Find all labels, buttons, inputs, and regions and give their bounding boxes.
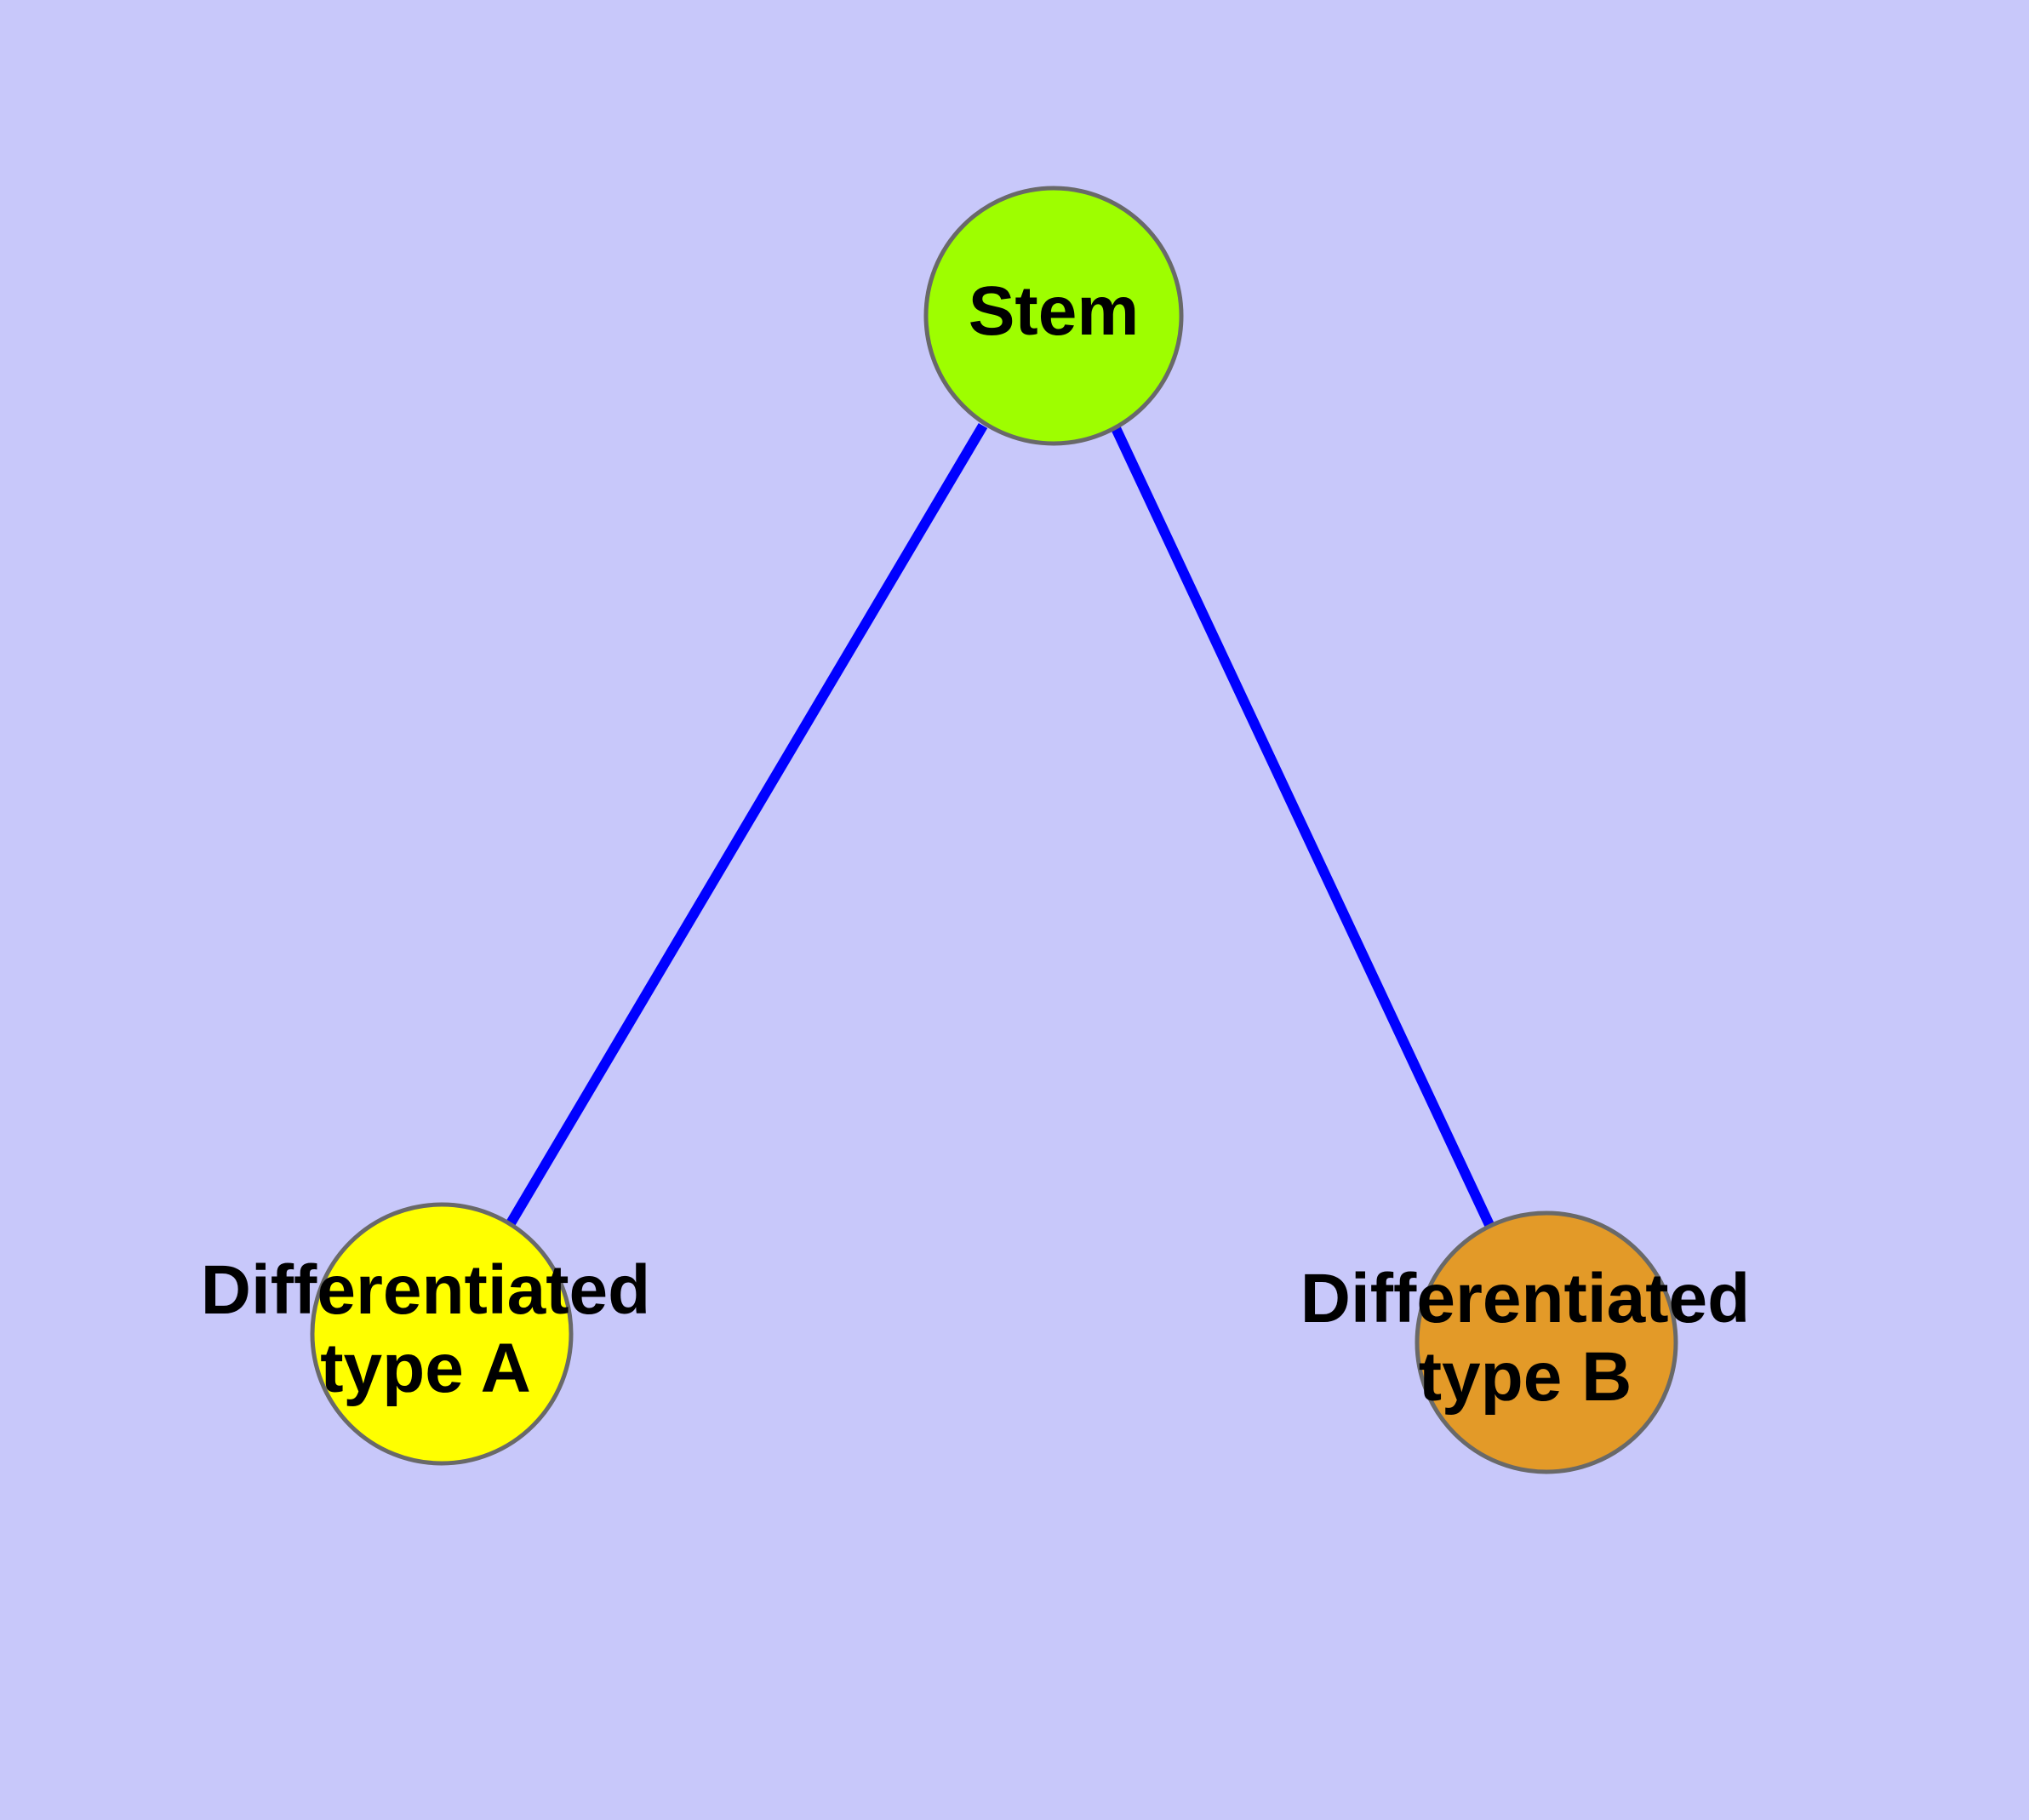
node-diff-type-a[interactable] (310, 1202, 574, 1466)
edge-stem-to-diff-type-a[interactable] (506, 422, 988, 1227)
node-label-line: Differentiated (1300, 1260, 1751, 1337)
edges-layer (506, 422, 1495, 1229)
node-diff-type-b[interactable] (1415, 1210, 1678, 1474)
node-label-line: type A (320, 1330, 531, 1407)
edge-stem-to-diff-type-b[interactable] (1111, 426, 1495, 1229)
node-label-line: type B (1419, 1338, 1632, 1416)
node-label-line: Differentiated (201, 1251, 651, 1329)
node-stem[interactable] (923, 186, 1184, 446)
node-label-line: Stem (969, 272, 1140, 350)
nodes-layer (310, 186, 1678, 1474)
node-label-stem: Stem (969, 272, 1140, 350)
